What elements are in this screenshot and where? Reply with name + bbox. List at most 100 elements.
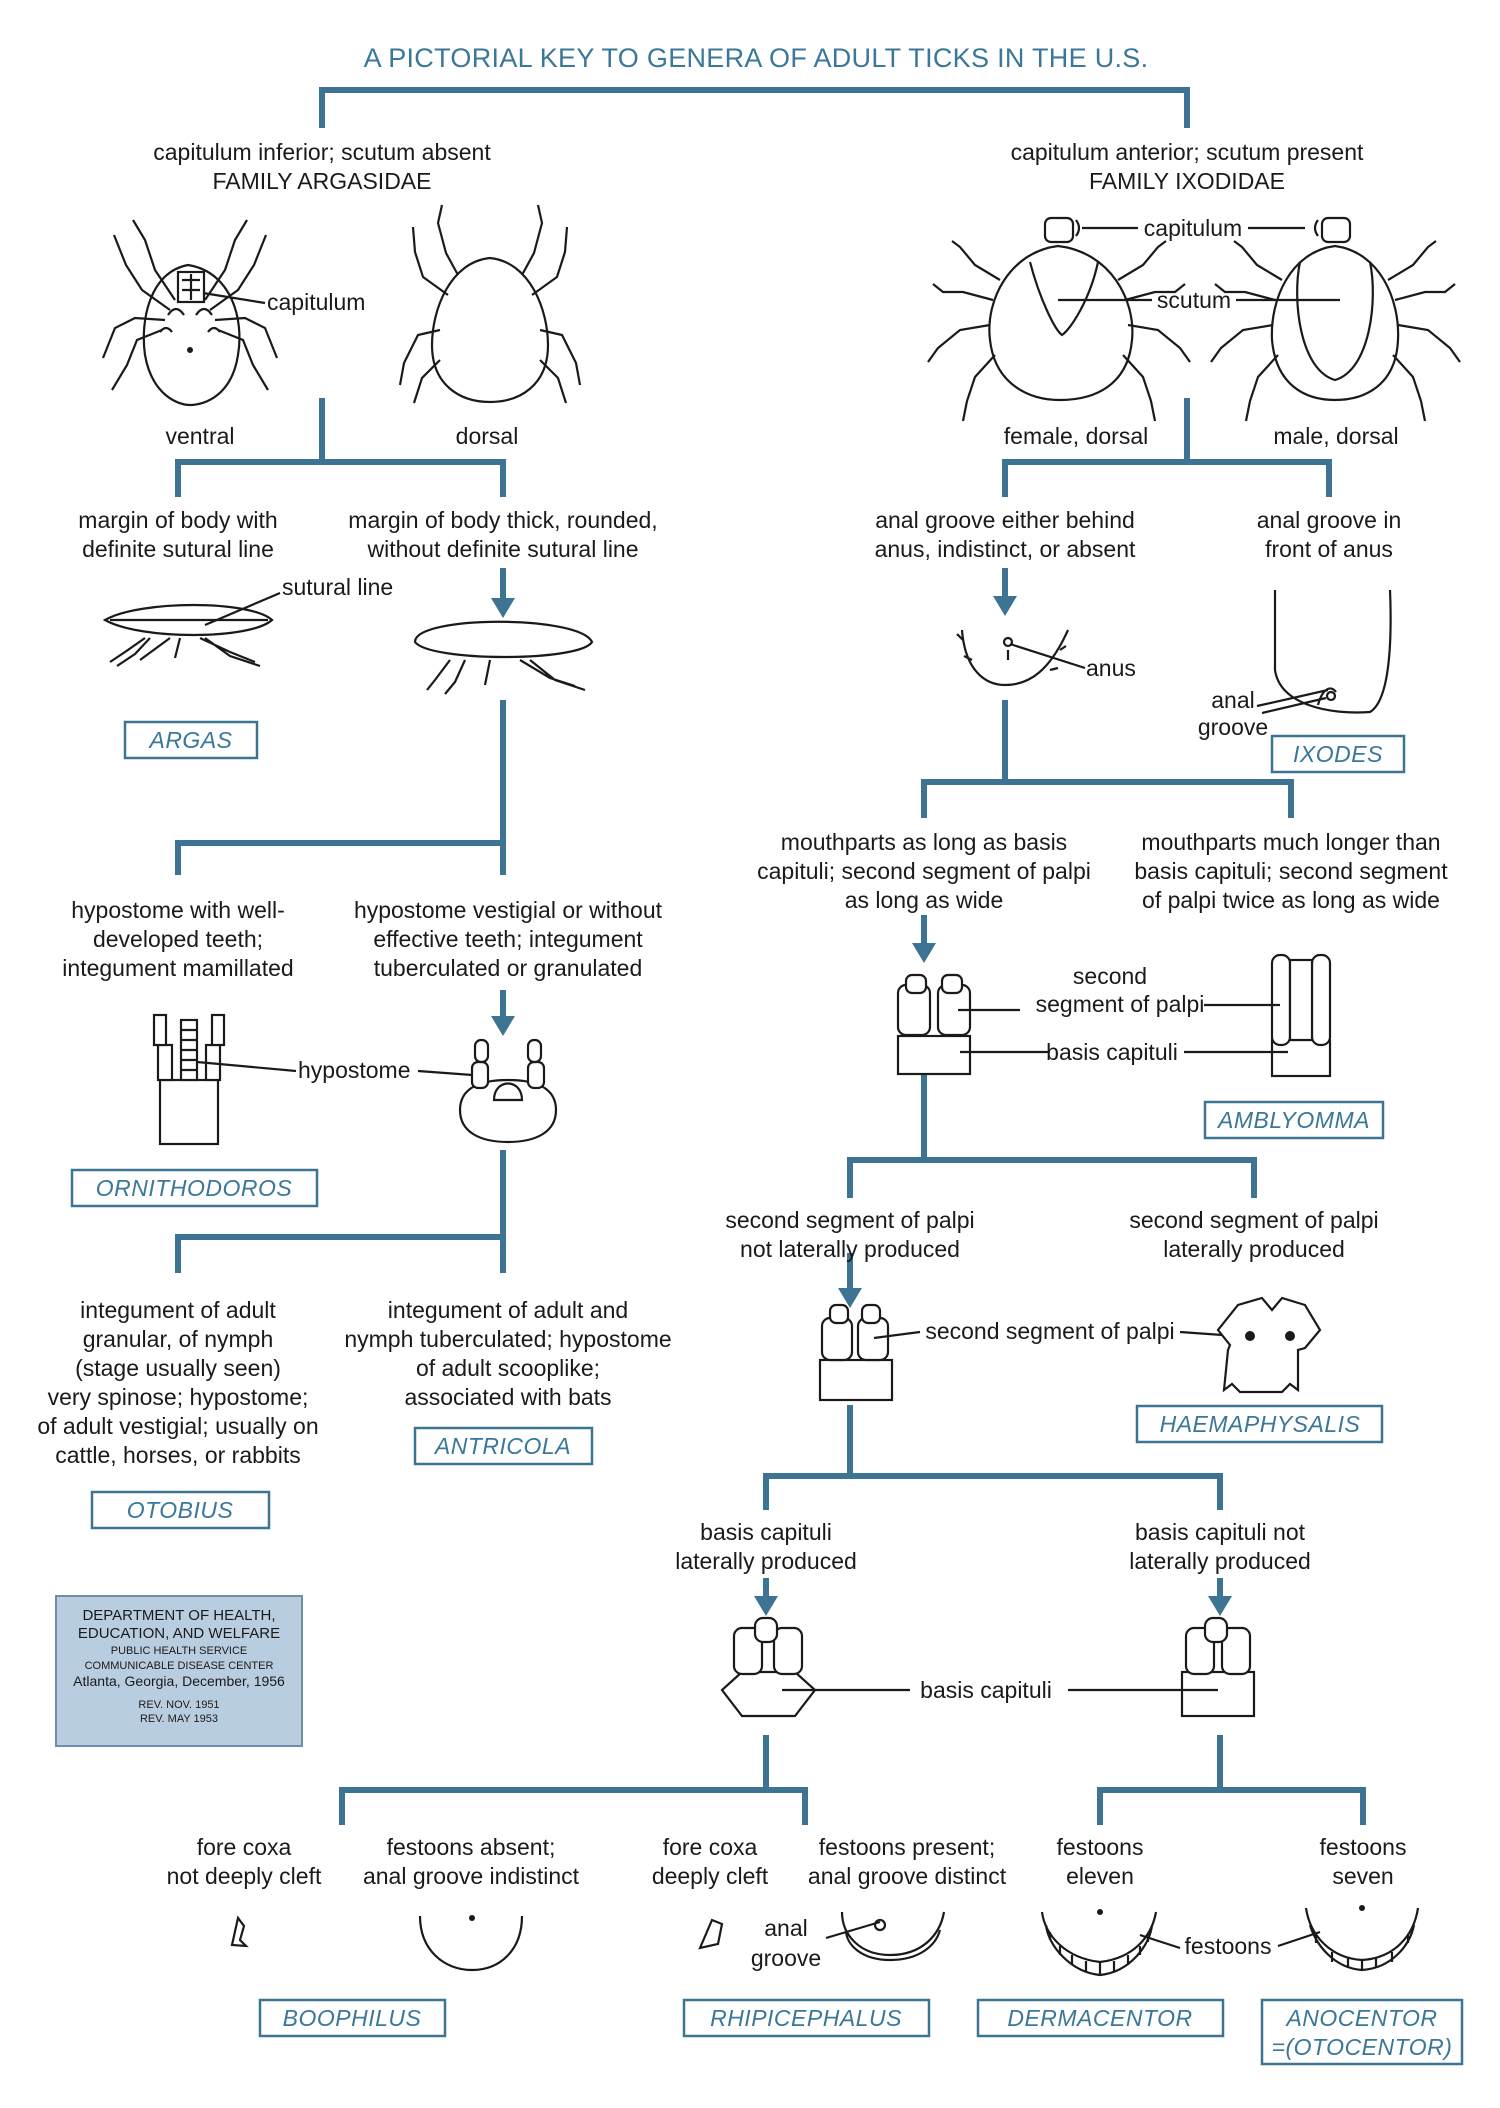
hypostome-vestigial-line-1: hypostome vestigial or without — [354, 897, 663, 923]
hypostome-label: hypostome — [298, 1057, 411, 1083]
palpi-produced-line-1: second segment of palpi — [1129, 1207, 1378, 1233]
mouthparts-longer-line-2: basis capituli; second segment — [1134, 858, 1448, 884]
integument-tuberculated-line-4: associated with bats — [404, 1384, 611, 1410]
festoons-present-line-2: anal groove distinct — [808, 1863, 1007, 1889]
genus-rhipicephalus: RHIPICEPHALUS — [710, 2005, 902, 2031]
festoons-seven-drawing — [1304, 1905, 1420, 1972]
festoons-seven-line-1: festoons — [1320, 1834, 1407, 1860]
anal-groove-label-line-1: anal — [1211, 687, 1254, 713]
argasidae-heading-2: FAMILY ARGASIDAE — [212, 168, 431, 194]
mouthparts-longer-line-1: mouthparts much longer than — [1141, 829, 1440, 855]
credit-line-6: REV. NOV. 1951 — [138, 1699, 219, 1711]
genus-anocentor-line-2: =(OTOCENTOR) — [1272, 2034, 1453, 2060]
amblyomma-equal-capitulum-drawing — [896, 973, 972, 1076]
genus-anocentor-line-1: ANOCENTOR — [1284, 2005, 1437, 2031]
hypostome-teeth-line-1: hypostome with well- — [71, 897, 284, 923]
mouthparts-longer-line-3: of palpi twice as long as wide — [1142, 887, 1440, 913]
genus-haemaphysalis: HAEMAPHYSALIS — [1160, 1411, 1361, 1437]
integument-granular-line-6: cattle, horses, or rabbits — [55, 1442, 300, 1468]
integument-granular-line-4: very spinose; hypostome; — [48, 1384, 309, 1410]
anal-behind-line-2: anus, indistinct, or absent — [875, 536, 1136, 562]
festoons-present-line-1: festoons present; — [819, 1834, 995, 1860]
anal-groove-label-line-2: groove — [1198, 714, 1268, 740]
hypostome-teeth-line-3: integument mamillated — [62, 955, 293, 981]
basis-produced-drawing — [720, 1616, 817, 1718]
genus-box-ornithodoros — [70, 1168, 319, 1208]
basis-produced-line-1: basis capituli — [700, 1519, 832, 1545]
argasid-ventral-tick-drawing — [101, 219, 279, 407]
genus-box-boophilus — [258, 1998, 447, 2038]
anal-behind-line-1: anal groove either behind — [875, 507, 1135, 533]
fore-coxa-deep-cleft-drawing — [698, 1918, 724, 1950]
genus-antricola: ANTRICOLA — [433, 1433, 571, 1459]
anal-front-line-1: anal groove in — [1257, 507, 1402, 533]
margin-definite-line-2: definite sutural line — [82, 536, 274, 562]
mouthparts-equal-line-1: mouthparts as long as basis — [781, 829, 1067, 855]
genus-dermacentor: DERMACENTOR — [1007, 2005, 1192, 2031]
fore-coxa-deep-line-1: fore coxa — [663, 1834, 758, 1860]
genus-ornithodoros: ORNITHODOROS — [96, 1175, 293, 1201]
festoons-eleven-line-1: festoons — [1057, 1834, 1144, 1860]
argasid-dorsal-tick-drawing — [398, 204, 582, 404]
ixodidae-capitulum-label: capitulum — [1144, 215, 1242, 241]
genus-box-amblyomma — [1203, 1100, 1385, 1140]
fore-coxa-not-cleft-drawing — [230, 1915, 249, 1948]
fore-coxa-not-line-1: fore coxa — [197, 1834, 292, 1860]
basis-not-produced-line-2: laterally produced — [1129, 1548, 1311, 1574]
integument-tuberculated-line-1: integument of adult and — [388, 1297, 628, 1323]
genus-box-otobius — [90, 1490, 271, 1530]
ixodidae-heading-2: FAMILY IXODIDAE — [1089, 168, 1285, 194]
integument-tuberculated-line-3: of adult scooplike; — [416, 1355, 600, 1381]
sutural-line-label: sutural line — [282, 574, 393, 600]
genus-box-dermacentor — [976, 1998, 1225, 2038]
festoons-absent-line-2: anal groove indistinct — [363, 1863, 580, 1889]
amblyomma-long-capitulum-drawing — [1270, 953, 1332, 1078]
integument-granular-line-5: of adult vestigial; usually on — [37, 1413, 318, 1439]
credit-line-5: Atlanta, Georgia, December, 1956 — [73, 1673, 285, 1689]
integument-granular-line-1: integument of adult — [80, 1297, 276, 1323]
genus-box-haemaphysalis — [1135, 1404, 1384, 1444]
second-segment-inline-label: second segment of palpi — [925, 1318, 1174, 1344]
festoons-label: festoons — [1185, 1933, 1272, 1959]
argasidae-dorsal-label: dorsal — [456, 423, 519, 449]
ixodid-female-tick-drawing — [927, 216, 1191, 422]
argasidae-capitulum-label: capitulum — [267, 289, 365, 315]
ixodidae-heading-1: capitulum anterior; scutum present — [1011, 139, 1364, 165]
genus-box-ixodes — [1270, 734, 1406, 774]
thick-margin-side-view-drawing — [413, 620, 594, 695]
festoons-eleven-line-2: eleven — [1066, 1863, 1134, 1889]
basis-capituli-label-upper: basis capituli — [1046, 1039, 1178, 1065]
genus-box-anocentor — [1260, 1998, 1464, 2066]
ixodidae-female-label: female, dorsal — [1004, 423, 1148, 449]
argas-side-view-drawing — [102, 603, 274, 668]
integument-tuberculated-line-2: nymph tuberculated; hypostome — [344, 1326, 671, 1352]
hypostome-teeth-line-2: developed teeth; — [93, 926, 263, 952]
festoons-absent-drawing — [418, 1915, 524, 1972]
hypostome-vestigial-line-2: effective teeth; integument — [373, 926, 643, 952]
ixodid-male-tick-drawing — [1210, 216, 1461, 422]
credit-line-2: EDUCATION, AND WELFARE — [78, 1625, 280, 1642]
flow-lines — [175, 87, 1366, 1825]
genus-box-argas — [123, 720, 259, 760]
credit-line-1: DEPARTMENT OF HEALTH, — [82, 1607, 275, 1624]
margin-thick-line-2: without definite sutural line — [366, 536, 638, 562]
integument-granular-line-3: (stage usually seen) — [75, 1355, 281, 1381]
credit-line-4: COMMUNICABLE DISEASE CENTER — [85, 1660, 274, 1672]
anal-groove-bottom-line-2: groove — [751, 1945, 821, 1971]
argasidae-heading-1: capitulum inferior; scutum absent — [153, 139, 491, 165]
ixodidae-scutum-label: scutum — [1157, 287, 1231, 313]
ixodidae-male-label: male, dorsal — [1273, 423, 1398, 449]
credit-line-7: REV. MAY 1953 — [140, 1713, 218, 1725]
genus-otobius: OTOBIUS — [127, 1497, 234, 1523]
haemaphysalis-capitulum-drawing — [1216, 1296, 1322, 1394]
festoons-absent-line-1: festoons absent; — [387, 1834, 556, 1860]
festoons-seven-line-2: seven — [1332, 1863, 1393, 1889]
basis-capituli-mid-label: basis capituli — [920, 1677, 1052, 1703]
genus-box-antricola — [413, 1426, 594, 1466]
palpi-not-produced-line-1: second segment of palpi — [725, 1207, 974, 1233]
diagram-title: A PICTORIAL KEY TO GENERA OF ADULT TICKS… — [364, 43, 1149, 73]
palpi-produced-line-2: laterally produced — [1163, 1236, 1345, 1262]
anal-groove-front-drawing — [1273, 589, 1392, 714]
